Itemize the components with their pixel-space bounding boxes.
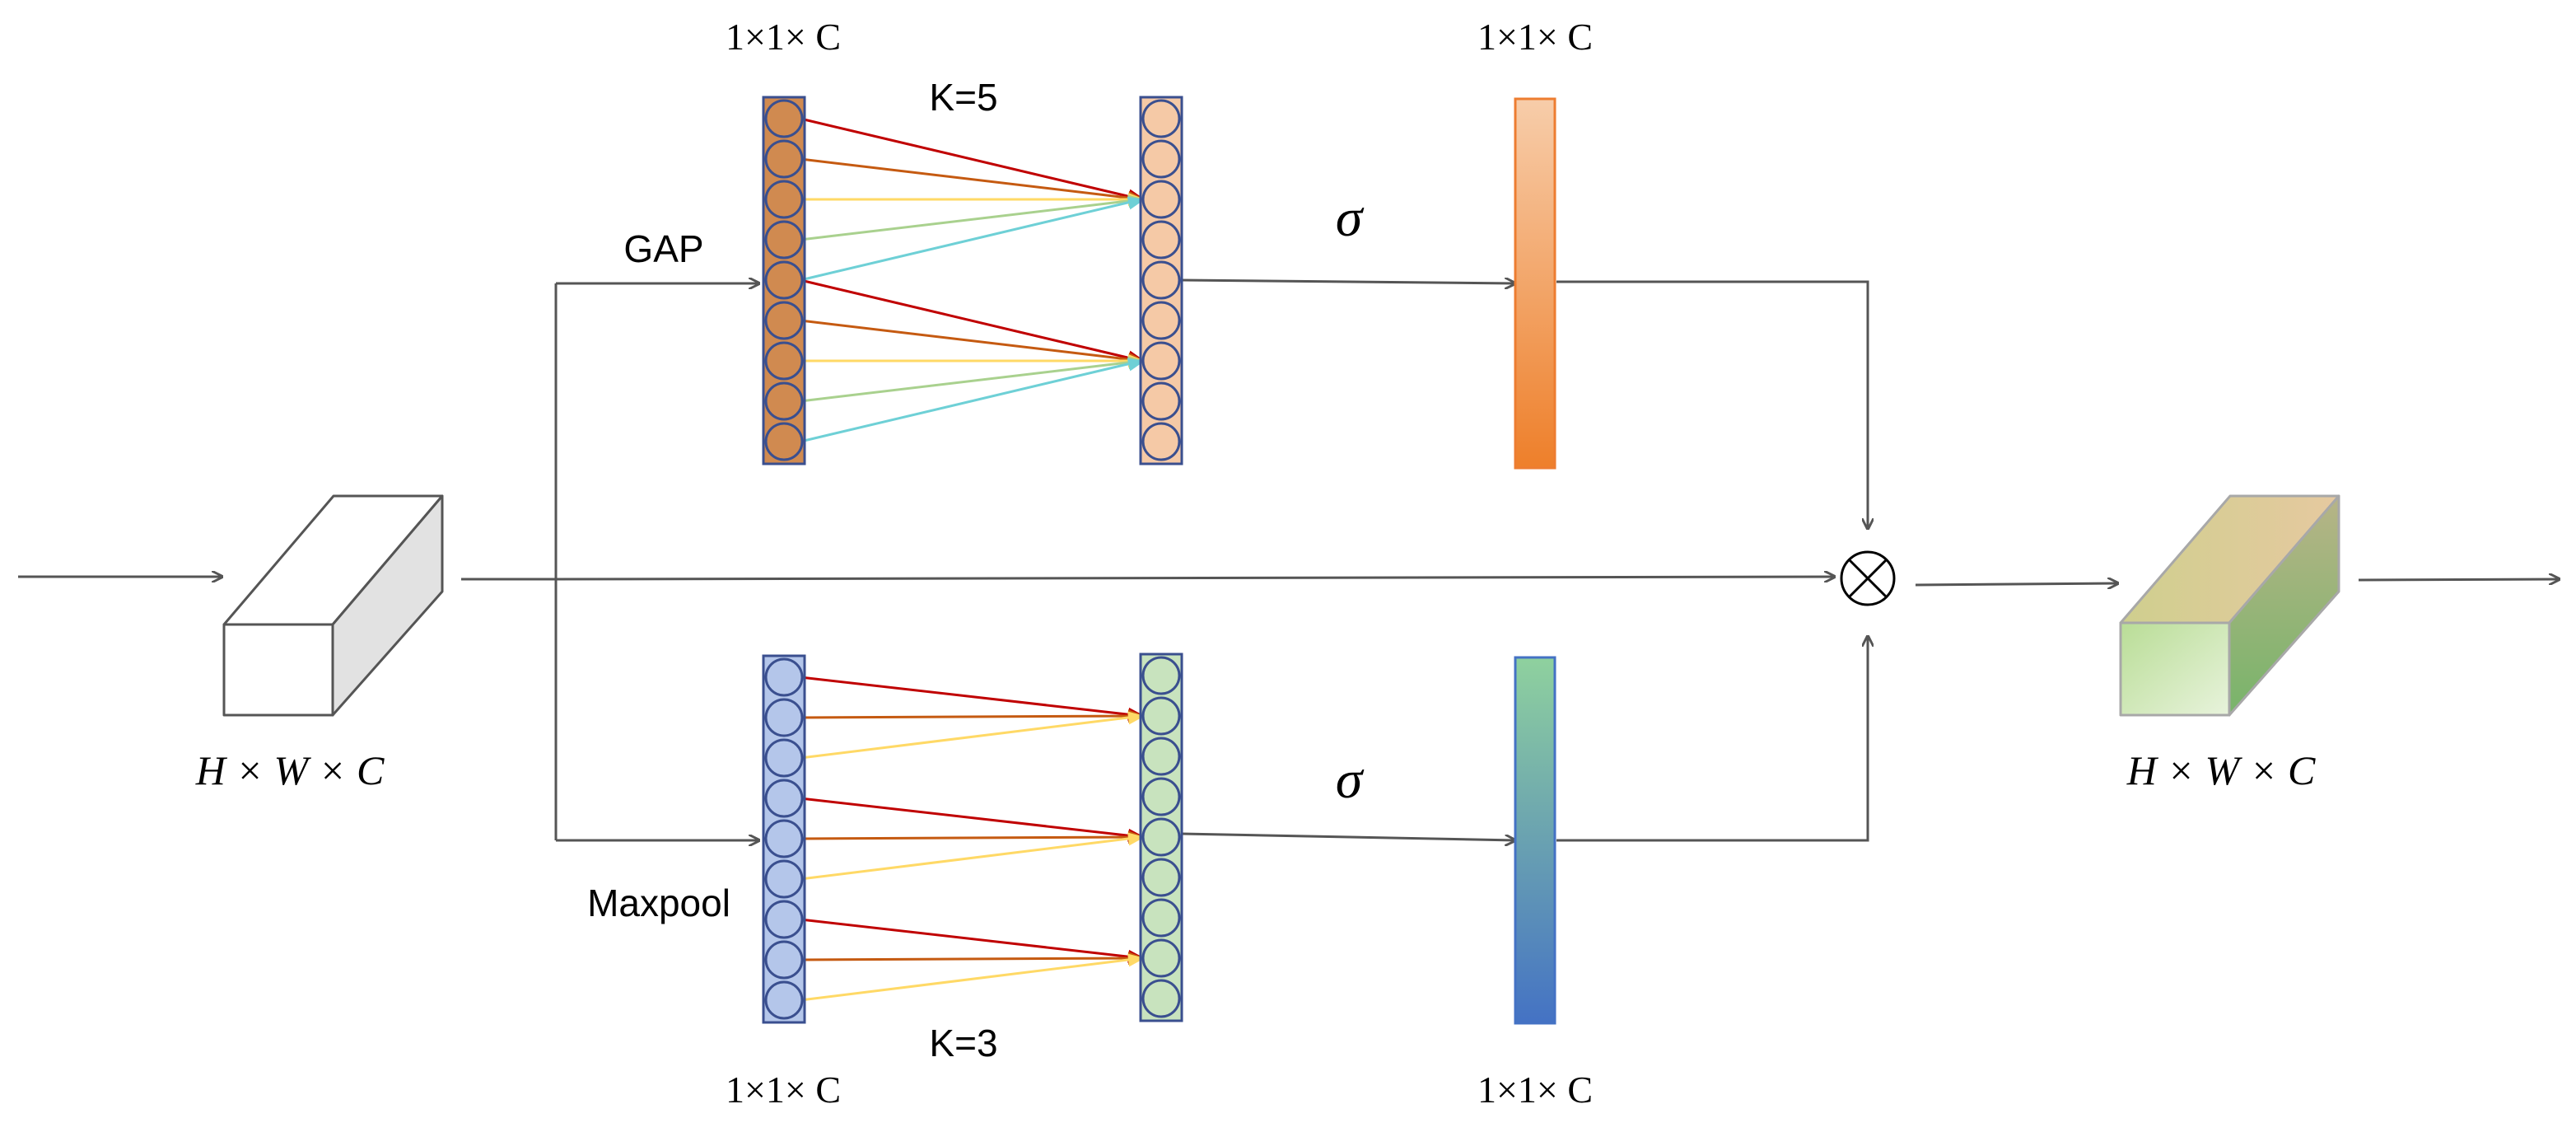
top-output-node	[1141, 99, 1181, 138]
bottom-left-dims-label: 1×1× C	[726, 1069, 841, 1111]
bottom-output-node	[1141, 696, 1181, 736]
output-tensor-front-face	[2119, 621, 2231, 717]
top-attention-bar	[1514, 97, 1556, 470]
top-input-node	[764, 220, 804, 260]
bottom-input-node	[764, 779, 804, 818]
top-output-node	[1141, 301, 1181, 340]
bottom-k3-arrow-line	[800, 676, 1142, 718]
bottom-output-node	[1141, 817, 1181, 857]
output-tensor	[2119, 494, 2340, 717]
bottom-k3-arrow-head	[1127, 953, 1145, 967]
bottom-input-node	[764, 940, 804, 980]
maxpool-label: Maxpool	[587, 882, 730, 924]
gap-label: GAP	[623, 227, 703, 270]
bottom-output-node	[1141, 777, 1181, 816]
top-input-node	[764, 301, 804, 340]
top-output-node	[1141, 381, 1181, 421]
input-tensor	[222, 494, 444, 717]
output-dims-label: H × W × C	[2126, 747, 2316, 793]
top-input-node	[764, 341, 804, 381]
top-left-dims-label: 1×1× C	[726, 16, 841, 58]
top-output-node	[1141, 180, 1181, 219]
top-right-dims-label: 1×1× C	[1477, 16, 1593, 58]
top-input-node	[764, 260, 804, 300]
top-k5-arrow-line	[800, 157, 1142, 201]
top-input-node	[764, 139, 804, 179]
input-tensor-front-face	[222, 623, 334, 717]
top-input-node	[764, 422, 804, 461]
flow-lines	[18, 280, 2560, 840]
bottom-k3-arrow-line	[800, 957, 1142, 961]
bottom-input-node	[764, 698, 804, 737]
sigma-top-arrow	[1181, 280, 1515, 283]
bottom-input-node	[764, 657, 804, 697]
top-input-column	[762, 96, 806, 465]
bottom-k3-arrow-line	[800, 714, 1142, 760]
bottom-input-node	[764, 819, 804, 858]
k-bottom-label: K=3	[929, 1022, 997, 1064]
top-input-node	[764, 180, 804, 219]
sigma-bottom-arrow	[1181, 832, 1515, 840]
bottom-k3-arrow-head	[1127, 711, 1145, 725]
top-output-column	[1139, 96, 1183, 465]
bottom-k3-arrow-line	[800, 835, 1142, 881]
sigma-bottom-label: σ	[1336, 750, 1365, 810]
top-k5-arrow-line	[800, 198, 1142, 282]
top-k5-arrow-line	[800, 319, 1142, 363]
top-output-node	[1141, 260, 1181, 300]
bottom-k3-arrow-head	[1127, 832, 1145, 846]
bottom-output-node	[1141, 858, 1181, 897]
top-k5-arrow-line	[800, 278, 1142, 363]
top-connections	[800, 117, 1145, 443]
top-output-node	[1141, 139, 1181, 179]
bottom-weight-arrow	[1556, 636, 1868, 842]
bottom-k3-arrow-line	[800, 835, 1142, 840]
top-output-node	[1141, 422, 1181, 461]
bottom-input-node	[764, 738, 804, 778]
bottom-input-node	[764, 859, 804, 899]
bottom-output-node	[1141, 979, 1181, 1018]
k-top-label: K=5	[929, 76, 997, 119]
top-input-node	[764, 381, 804, 421]
bottom-input-node	[764, 900, 804, 939]
top-k5-arrow-line	[800, 117, 1142, 201]
bottom-right-dims-label: 1×1× C	[1477, 1069, 1593, 1111]
bottom-input-column	[762, 654, 806, 1024]
bottom-connections	[800, 676, 1145, 1002]
bottom-k3-arrow-line	[800, 918, 1142, 960]
top-output-node	[1141, 341, 1181, 381]
bottom-attention-bar	[1514, 656, 1556, 1025]
bottom-output-node	[1141, 656, 1181, 695]
top-k5-arrow-line	[800, 198, 1142, 241]
top-input-node	[764, 99, 804, 138]
bottom-output-node	[1141, 898, 1181, 938]
bottom-output-node	[1141, 737, 1181, 776]
bottom-output-node	[1141, 938, 1181, 978]
skip-connection-arrow	[555, 577, 1835, 579]
top-weight-arrow	[1556, 280, 1868, 529]
bottom-output-column	[1139, 653, 1183, 1022]
bottom-k3-arrow-line	[800, 797, 1142, 839]
bottom-k3-arrow-line	[800, 957, 1142, 1002]
bottom-k3-arrow-line	[800, 714, 1142, 719]
input-dims-label: H × W × C	[195, 747, 385, 793]
bottom-input-node	[764, 980, 804, 1020]
multiply-operator	[1840, 550, 1896, 606]
top-k5-arrow-line	[800, 359, 1142, 403]
top-k5-arrow-line	[800, 359, 1142, 443]
multiply-output-arrow	[1915, 583, 2118, 585]
sigma-top-label: σ	[1336, 188, 1365, 248]
top-output-node	[1141, 220, 1181, 260]
multiply-cross-b	[1847, 558, 1888, 599]
output-arrow	[2358, 579, 2560, 580]
